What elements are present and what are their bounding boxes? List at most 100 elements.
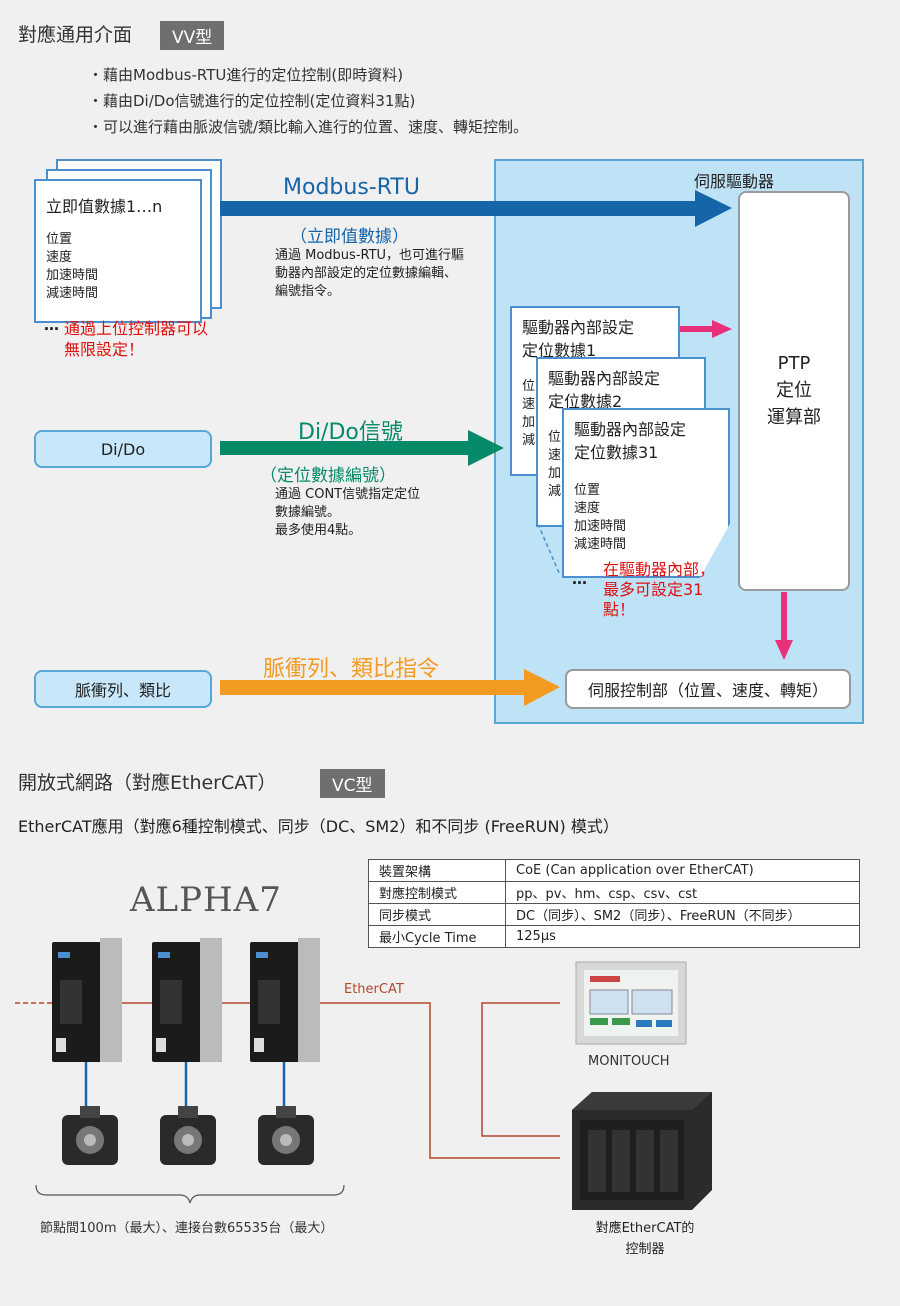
- modbus-desc-line2: 動器內部設定的定位數據編輯、: [275, 266, 458, 281]
- spec-key: 對應控制模式: [368, 881, 506, 904]
- spec-value: pp、pv、hm、csp、csv、cst: [505, 881, 860, 904]
- ptp-line1: PTP: [777, 353, 811, 374]
- internal-card-31-line2: 定位數據31: [574, 443, 659, 462]
- internal-ellipsis: …: [572, 570, 587, 588]
- internal-card-1-item2: 速: [522, 397, 536, 412]
- internal-card-2-item2: 速: [548, 448, 562, 463]
- section1-title: 對應通用介面: [18, 24, 133, 46]
- modbus-desc-line3: 編號指令。: [275, 284, 341, 299]
- internal-card-1-line1: 驅動器內部設定: [522, 318, 635, 337]
- internal-note: 在驅動器內部， 最多可設定31 點！: [603, 560, 715, 620]
- ptp-line3: 運算部: [767, 407, 821, 428]
- range-brace: [35, 1184, 345, 1204]
- controller-label: 對應EtherCAT的 控制器: [560, 1218, 730, 1260]
- servo-motor-2: [160, 1106, 216, 1165]
- pulse-label: 脈衝列、類比指令: [263, 657, 440, 682]
- dido-desc-line2: 數據編號。: [275, 505, 341, 520]
- immediate-note-line1: 通過上位控制器可以: [64, 319, 209, 338]
- monitouch-label: MONITOUCH: [588, 1054, 670, 1069]
- spec-key: 最小Cycle Time: [368, 925, 506, 948]
- spec-value: CoE (Can application over EtherCAT): [505, 859, 860, 882]
- spec-value: DC（同步）、SM2（同步）、FreeRUN（不同步）: [505, 903, 860, 926]
- servo-motor-1: [62, 1106, 118, 1165]
- internal-arrow-head: [712, 320, 732, 338]
- ptp-label: PTP 定位 運算部: [738, 350, 850, 431]
- internal-card-31-item3: 加速時間: [574, 519, 627, 534]
- dido-label: Di/Do信號: [298, 420, 403, 445]
- bullet-1: ・藉由Modbus-RTU進行的定位控制(即時資料): [88, 66, 404, 84]
- dido-sub: （定位數據編號）: [260, 466, 396, 486]
- ptp-box: [738, 191, 850, 591]
- bullet-3: ・可以進行藉由脈波信號/類比輸入進行的位置、速度、轉矩控制。: [88, 118, 529, 136]
- network-diagram: [15, 938, 712, 1210]
- internal-card-2-item3: 加: [548, 466, 562, 481]
- internal-card-1-item3: 加: [522, 415, 536, 430]
- dido-arrow-head: [468, 430, 504, 466]
- section2-subtitle: EtherCAT應用（對應6種控制模式、同步（DC、SM2）和不同步 (Free…: [18, 817, 619, 836]
- servo-driver-label: 伺服驅動器: [693, 172, 774, 191]
- servo-drive-3: [250, 938, 320, 1062]
- pulse-arrow-shaft: [220, 680, 524, 695]
- internal-note-line2: 最多可設定31: [603, 580, 704, 599]
- internal-arrow-shaft: [678, 326, 714, 332]
- ethercat-line-monitouch: [481, 1002, 560, 1137]
- internal-card-1-item1: 位: [522, 379, 536, 394]
- immediate-item-speed: 速度: [46, 250, 73, 265]
- spec-key: 裝置架構: [368, 859, 506, 882]
- internal-card-2-line2: 定位數據2: [548, 392, 623, 411]
- modbus-arrow-head: [695, 190, 732, 227]
- internal-card-2-line1: 驅動器內部設定: [548, 369, 661, 388]
- dido-arrow-shaft: [220, 441, 468, 455]
- immediate-ellipsis: …: [44, 316, 59, 334]
- internal-card-2-item1: 位: [548, 430, 562, 445]
- immediate-card-title: 立即值數據1…n: [46, 197, 163, 216]
- controller-label-line2: 控制器: [625, 1242, 665, 1257]
- internal-card-2-item4: 減: [548, 484, 562, 499]
- arrows-layer: [220, 190, 793, 706]
- ptp-down-arrow-head: [775, 640, 793, 660]
- range-note: 節點間100m（最大）、連接台數65535台（最大）: [40, 1221, 334, 1236]
- pulse-arrow-head: [524, 669, 560, 706]
- ethercat-controller-device: [572, 1092, 712, 1210]
- internal-card-31-item2: 速度: [574, 501, 601, 516]
- internal-card-31: 驅動器內部設定 定位數據31 位置 速度 加速時間 減速時間: [562, 408, 730, 578]
- servo-drive-2: [152, 938, 222, 1062]
- ethercat-label: EtherCAT: [344, 982, 404, 997]
- monitouch-device: [575, 961, 687, 1045]
- internal-card-1-item4: 減: [522, 433, 536, 448]
- section2-title: 開放式網路（對應EtherCAT）: [18, 772, 277, 794]
- servo-motor-3: [258, 1106, 314, 1165]
- immediate-card: 立即值數據1…n 位置 速度 加速時間 減速時間: [34, 179, 202, 323]
- immediate-item-position: 位置: [46, 232, 73, 247]
- ptp-down-arrow-shaft: [781, 592, 787, 642]
- internal-note-line1: 在驅動器內部，: [603, 560, 716, 579]
- dido-desc: 通過 CONT信號指定定位 數據編號。 最多使用4點。: [275, 486, 420, 540]
- dido-desc-line3: 最多使用4點。: [275, 523, 362, 538]
- immediate-item-accel: 加速時間: [46, 268, 99, 283]
- internal-note-line3: 點！: [603, 600, 636, 619]
- servo-control-box: 伺服控制部（位置、速度、轉矩）: [565, 669, 851, 709]
- internal-stack-dash: [537, 523, 561, 576]
- ptp-line2: 定位: [776, 380, 812, 401]
- servo-drive-1: [52, 938, 122, 1062]
- immediate-note: 通過上位控制器可以 無限設定！: [64, 318, 208, 360]
- alpha7-logo-text: ALPHA7: [130, 880, 282, 920]
- modbus-arrow-shaft: [220, 201, 695, 216]
- modbus-desc: 通過 Modbus-RTU，也可進行驅 動器內部設定的定位數據編輯、 編號指令。: [275, 247, 464, 301]
- vc-type-badge: VC型: [320, 769, 385, 798]
- vv-type-badge: VV型: [160, 21, 225, 50]
- controller-label-line1: 對應EtherCAT的: [595, 1221, 695, 1236]
- spec-value: 125μs: [505, 925, 860, 948]
- internal-card-31-line1: 驅動器內部設定: [574, 420, 687, 439]
- modbus-label: Modbus-RTU: [283, 175, 420, 200]
- dido-box: Di/Do: [34, 430, 212, 468]
- bullet-2: ・藉由Di/Do信號進行的定位控制(定位資料31點): [88, 92, 416, 110]
- internal-card-31-item4: 減速時間: [574, 537, 627, 552]
- modbus-desc-line1: 通過 Modbus-RTU，也可進行驅: [275, 248, 465, 263]
- dido-desc-line1: 通過 CONT信號指定定位: [275, 487, 421, 502]
- internal-card-1-line2: 定位數據1: [522, 341, 597, 360]
